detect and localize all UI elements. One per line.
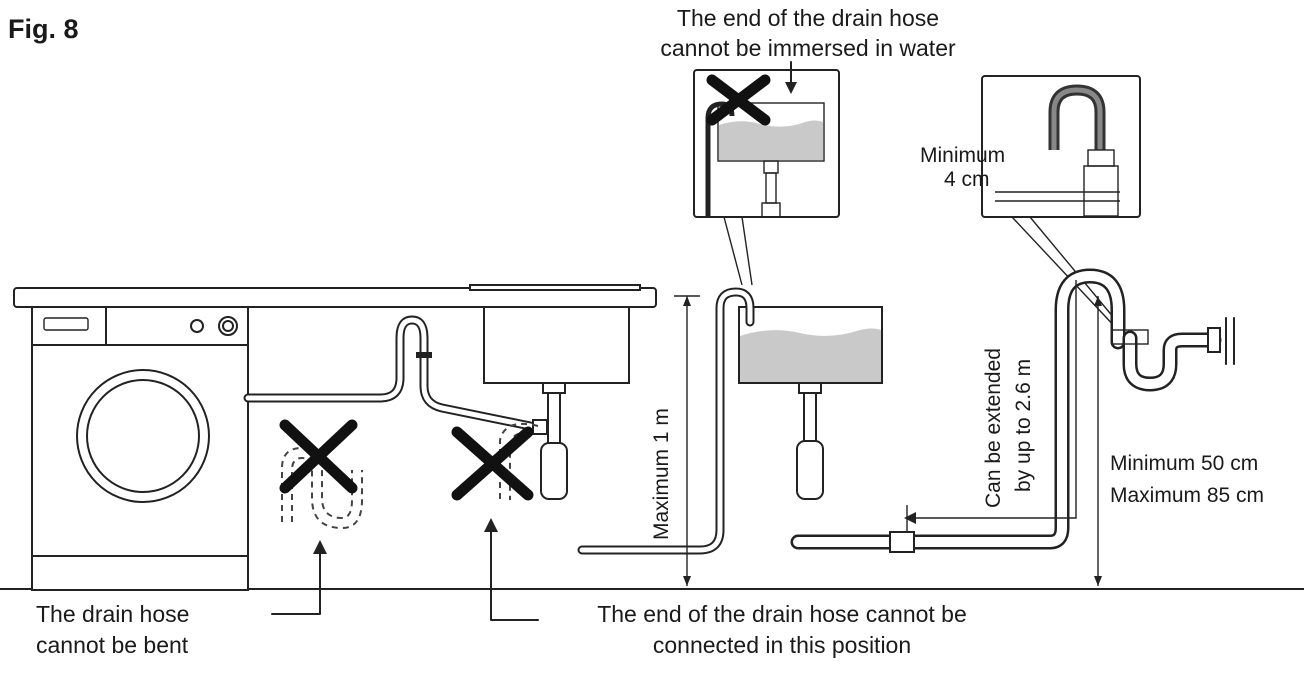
position-caption-line1: The end of the drain hose cannot be [597,601,967,627]
arrow-icon [271,540,327,615]
p-trap [1111,317,1235,392]
counter-top [13,284,657,308]
standpipe-hose [790,268,1126,553]
leader-line [723,216,743,286]
figure-label: Fig. 8 [8,14,79,44]
sink-icon [483,306,630,500]
dimension-max-1m [674,295,700,586]
extended-label-line1: Can be extended [982,348,1005,508]
immersed-caption-line1: The end of the drain hose [677,5,939,31]
dimension-height [1094,296,1102,586]
position-caption-line2: connected in this position [653,632,911,658]
washing-machine-icon [31,306,249,591]
max-85cm-label: Maximum 85 cm [1110,484,1264,507]
sink-icon [738,306,883,500]
cross-icon [451,426,534,501]
leader-line [1011,216,1119,331]
bent-caption-line2: cannot be bent [36,632,189,658]
cross-icon [279,419,358,494]
leader-line [741,216,753,286]
bent-hose-dashed [281,446,363,530]
bent-caption-line1: The drain hose [36,601,189,627]
drain-hose [243,315,548,435]
minimum-4cm-label-line1: Minimum [920,144,1005,167]
minimum-4cm-label-line2: 4 cm [944,168,990,191]
cross-icon [706,74,771,126]
extended-label-line2: by up to 2.6 m [1012,359,1035,492]
immersed-caption-line2: cannot be immersed in water [660,35,956,61]
max-1m-label: Maximum 1 m [650,408,673,540]
min-50cm-label: Minimum 50 cm [1110,452,1258,475]
arrow-icon [904,280,1077,524]
drain-hose [577,287,755,555]
detail-panel-minimum [981,75,1141,218]
arrow-icon [484,518,539,621]
